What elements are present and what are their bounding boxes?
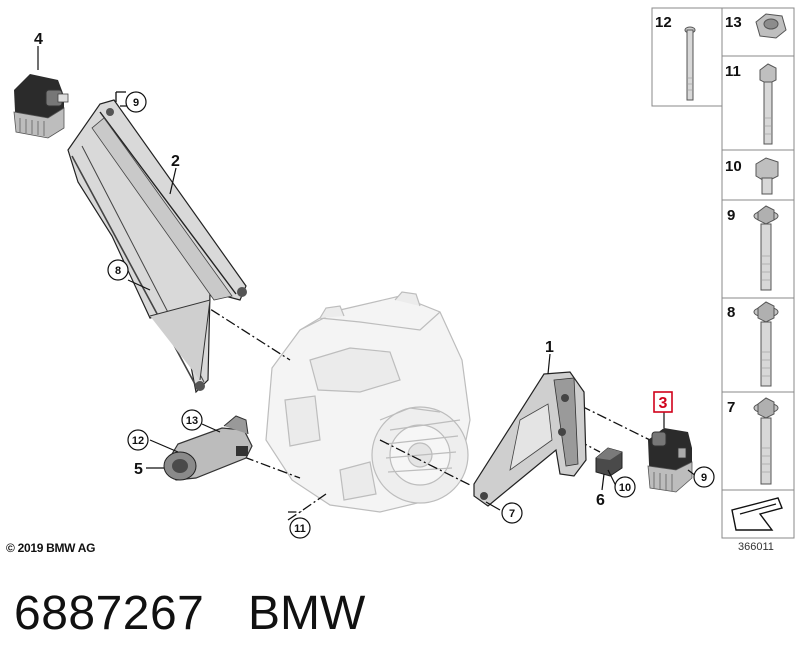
callout-13: 13 <box>186 415 198 427</box>
callout-5: 5 <box>134 461 143 478</box>
diagram-number: 366011 <box>738 541 774 553</box>
part-1-bracket <box>473 371 587 507</box>
leader-lines <box>37 46 697 511</box>
legend-item-10: 10 <box>725 158 742 175</box>
callout-6: 6 <box>596 492 605 509</box>
bolt-10-icon <box>755 157 779 195</box>
legend-item-13: 13 <box>725 14 742 31</box>
part-4-engine-mount <box>13 74 69 139</box>
callout-8: 8 <box>115 265 121 277</box>
part-number-caption: 6887267 <box>14 587 205 640</box>
bolt-8-icon <box>753 301 779 387</box>
callout-9-right: 9 <box>701 472 707 484</box>
callout-7: 7 <box>509 508 515 520</box>
bolt-11-icon <box>759 63 777 145</box>
callout-12: 12 <box>132 435 144 447</box>
part-5-torque-strut <box>163 415 253 481</box>
callouts: 4 2 1 5 6 <box>34 31 605 509</box>
callout-1: 1 <box>545 339 554 356</box>
part-2-support-bracket <box>67 99 247 394</box>
fastener-drawings <box>684 13 787 485</box>
legend-labels: 12 13 11 10 9 8 7 <box>655 14 742 416</box>
part-6-rubber-block <box>595 447 623 477</box>
legend-item-7: 7 <box>727 399 735 416</box>
legend-item-12: 12 <box>655 14 672 31</box>
part-3-engine-mount <box>647 428 693 493</box>
callout-3-highlight: 3 <box>653 391 673 413</box>
legend-item-11: 11 <box>725 63 741 80</box>
bolt-9-icon <box>753 205 779 291</box>
bolt-7-icon <box>753 397 779 485</box>
next-page-arrow-icon <box>731 497 783 531</box>
callout-9-top: 9 <box>133 97 139 109</box>
transmission-illustration <box>265 291 471 513</box>
callout-11: 11 <box>294 523 306 535</box>
callout-4: 4 <box>34 31 43 48</box>
callout-2: 2 <box>171 153 180 170</box>
callout-3: 3 <box>659 395 668 412</box>
brand-caption: BMW <box>248 587 366 640</box>
circled-callouts: 9 8 13 12 11 7 10 9 <box>107 91 715 539</box>
legend-item-8: 8 <box>727 304 735 321</box>
bolt-12-icon <box>684 26 696 101</box>
nut-13-icon <box>755 13 787 39</box>
legend-item-9: 9 <box>727 207 735 224</box>
copyright-notice: © 2019 BMW AG <box>6 541 96 555</box>
callout-10: 10 <box>619 482 631 494</box>
